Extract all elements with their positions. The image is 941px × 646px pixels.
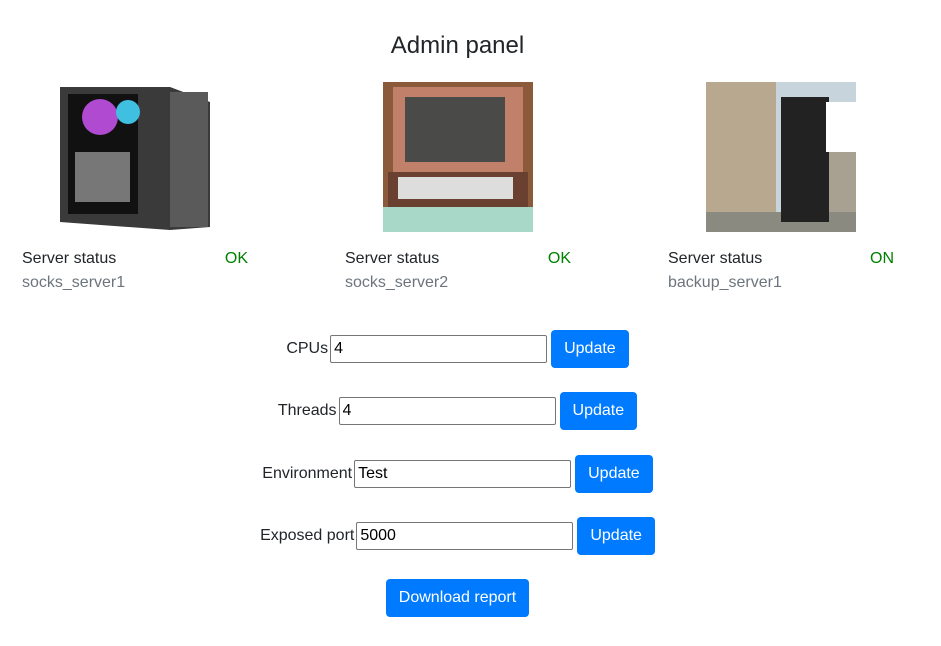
page-title: Admin panel xyxy=(390,32,525,59)
building-server-image xyxy=(706,82,856,232)
server-name: socks_server2 xyxy=(345,274,449,291)
threads-input[interactable] xyxy=(338,397,556,425)
server-status-label: Server status xyxy=(345,250,440,267)
update-exposed-port-button[interactable]: Update xyxy=(577,517,655,555)
update-threads-button[interactable]: Update xyxy=(559,392,638,430)
exposed-port-input[interactable] xyxy=(356,522,574,550)
threads-row: Threads Update xyxy=(0,392,915,430)
download-report-button[interactable]: Download report xyxy=(385,579,530,617)
environment-label: Environment xyxy=(262,465,353,482)
server-status-label: Server status xyxy=(22,250,117,267)
server-card-2: Server status OK socks_server2 xyxy=(345,82,571,292)
download-row: Download report xyxy=(0,579,915,617)
environment-row: Environment Update xyxy=(0,455,915,493)
retro-computer-image xyxy=(383,82,533,232)
server-status-value: OK xyxy=(547,250,571,267)
server-status-value: ON xyxy=(870,250,894,267)
server-status-value: OK xyxy=(224,250,248,267)
cpus-label: CPUs xyxy=(286,340,329,357)
server-tower-image xyxy=(60,82,210,232)
update-environment-button[interactable]: Update xyxy=(575,455,653,493)
server-card-1: Server status OK socks_server1 xyxy=(22,82,248,292)
exposed-port-label: Exposed port xyxy=(260,527,355,544)
server-name: backup_server1 xyxy=(668,274,782,291)
cpus-input[interactable] xyxy=(330,335,548,363)
threads-label: Threads xyxy=(277,402,337,419)
exposed-port-row: Exposed port Update xyxy=(0,517,915,555)
update-cpus-button[interactable]: Update xyxy=(551,330,629,368)
environment-input[interactable] xyxy=(354,460,572,488)
cpus-row: CPUs Update xyxy=(0,330,915,368)
server-name: socks_server1 xyxy=(22,274,126,291)
server-status-label: Server status xyxy=(668,250,763,267)
server-card-3: Server status ON backup_server1 xyxy=(668,82,894,292)
